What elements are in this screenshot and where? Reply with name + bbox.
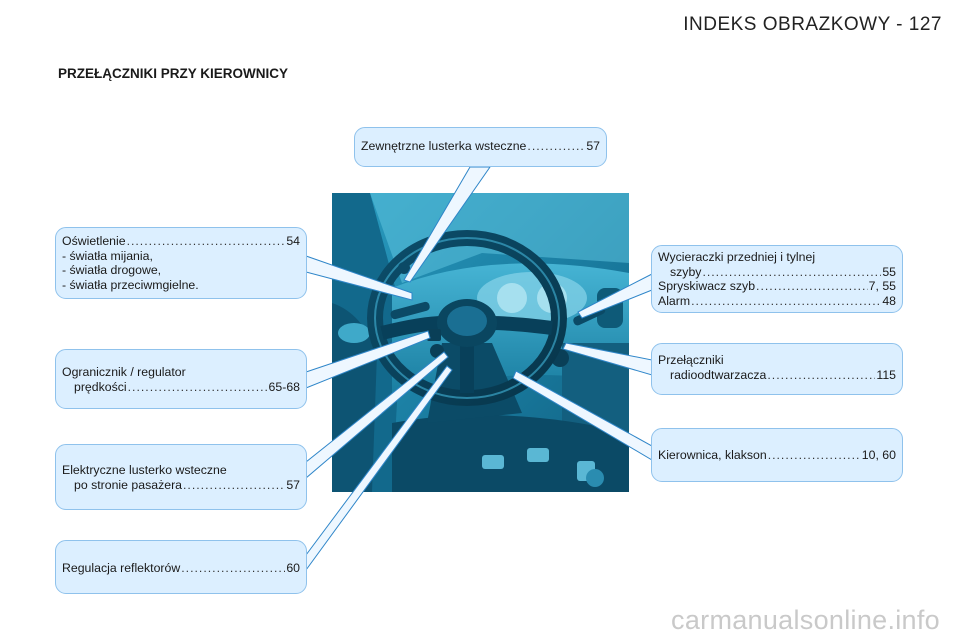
page-header: INDEKS OBRAZKOWY - 127 xyxy=(683,14,942,35)
callout-label: Spryskiwacz szyb xyxy=(658,279,756,293)
leader-mirrors xyxy=(403,166,491,283)
pedal-left xyxy=(482,455,504,469)
callout-radio-switches: Przełączniki radioodtwarzacza 115 xyxy=(651,343,903,395)
callout-label: Kierownica, klakson xyxy=(658,448,767,462)
steering-wheel-rim-highlight xyxy=(374,237,560,399)
leader-dots xyxy=(691,294,881,309)
airbag-cover xyxy=(447,306,487,336)
leader-dots xyxy=(768,448,861,463)
callout-line: Wycieraczki przedniej i tylnej xyxy=(658,250,816,264)
callout-label: Regulacja reflektorów xyxy=(62,561,181,575)
leader-lighting xyxy=(305,255,413,301)
leader-headlamp xyxy=(305,365,453,572)
callout-label: Oświetlenie xyxy=(62,234,126,248)
callout-label: Zewnętrzne lusterka wsteczne xyxy=(361,139,527,153)
callout-lighting: Oświetlenie 54 - świat­ła mijania, - świ… xyxy=(55,227,307,299)
floor xyxy=(392,415,629,492)
callout-electric-mirror: Elektryczne lusterko wsteczne po stronie… xyxy=(55,444,307,510)
leader-dots xyxy=(183,478,285,493)
page-ref: 65-68 xyxy=(268,379,300,394)
callout-wipers: Wycieraczki przedniej i tylnej szyby 55 … xyxy=(651,245,903,313)
callout-line: Elektryczne lusterko wsteczne xyxy=(62,463,227,477)
leader-dots xyxy=(702,265,881,280)
leader-dots xyxy=(756,279,868,294)
callout-label: radioodtwarzacza xyxy=(670,367,767,382)
leader-dots xyxy=(128,380,268,395)
leader-dots xyxy=(527,139,585,154)
page-ref: 10, 60 xyxy=(861,448,896,462)
page-ref: 57 xyxy=(286,477,300,492)
lighting-item-low-beam: - świat­ła mijania, xyxy=(62,248,153,263)
leader-dots xyxy=(181,561,285,576)
page-ref: 54 xyxy=(286,234,300,248)
leader-dots xyxy=(127,234,286,249)
callout-steering-wheel: Kierownica, klakson 10, 60 xyxy=(651,428,903,482)
page-ref: 115 xyxy=(876,367,896,382)
callout-speed-limiter: Ogranicznik / regulator prędkości 65-68 xyxy=(55,349,307,409)
callout-label: szyby xyxy=(670,264,702,279)
lighting-item-fog: - świat­ła przeciwmgielne. xyxy=(62,277,199,292)
callout-label: Alarm xyxy=(658,293,691,308)
callout-line: Ogranicznik / regulator xyxy=(62,365,186,379)
page-ref: 60 xyxy=(286,561,300,575)
page-ref: 48 xyxy=(882,293,896,308)
callout-line: Przełączniki xyxy=(658,353,724,367)
callout-exterior-mirrors: Zewnętrzne lusterka wsteczne 57 xyxy=(354,127,607,167)
dashboard-illustration xyxy=(332,193,629,492)
door-handle xyxy=(338,323,370,343)
watermark: carmanualsonline.info xyxy=(671,605,940,635)
lighting-item-high-beam: - świat­ła drogowe, xyxy=(62,263,162,277)
gauge-left xyxy=(497,283,527,313)
leader-radio xyxy=(562,342,653,376)
lighting-stalk xyxy=(390,301,430,320)
leader-wipers xyxy=(577,273,653,319)
mirror-control xyxy=(398,262,410,274)
gear-knob xyxy=(586,469,604,487)
callout-headlamp-adjust: Regulacja reflektorów 60 xyxy=(55,540,307,594)
callout-label: po stronie pasażera xyxy=(74,477,183,492)
page-ref: 7, 55 xyxy=(868,279,896,293)
page-ref: 57 xyxy=(586,139,600,153)
leader-dots xyxy=(767,368,875,383)
callout-label: prędkości xyxy=(74,379,127,394)
pedal-center xyxy=(527,448,549,462)
leader-wheel xyxy=(512,370,653,461)
page-ref: 55 xyxy=(882,264,896,279)
section-title: PRZEŁĄCZNIKI PRZY KIEROWNICY xyxy=(58,66,289,81)
